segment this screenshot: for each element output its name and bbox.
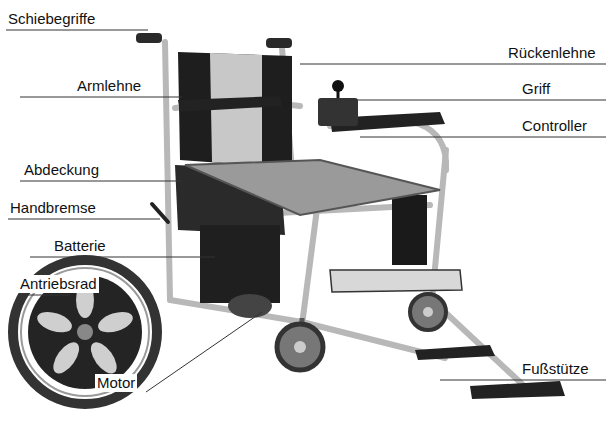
part-label: Armlehne: [75, 77, 143, 95]
frame-tubes: [165, 42, 522, 384]
drive-wheel-part-part: [96, 308, 136, 336]
drive-wheel-part: [35, 282, 136, 378]
armrests-part: [178, 96, 282, 112]
armrests: [178, 96, 445, 132]
leader-lines-part: [146, 312, 262, 392]
backrest-part: [178, 52, 292, 168]
leader-lines-part: [360, 137, 606, 138]
push-handles: [136, 33, 292, 48]
part-label: Rückenlehne: [506, 44, 598, 62]
motor: [228, 294, 272, 318]
drive-wheel-part-part: [86, 338, 122, 378]
controller-part: [332, 80, 344, 92]
leader-lines-part: [20, 97, 182, 98]
label-anchor: Batterie: [52, 237, 108, 255]
drive-wheel-part: [13, 260, 157, 404]
drive-wheel: [13, 260, 157, 404]
leader-lines: [6, 30, 606, 392]
part-label: Handbremse: [8, 199, 98, 217]
motor-part: [228, 294, 272, 318]
leader-lines-part: [30, 257, 215, 258]
seat-part: [185, 160, 440, 215]
leader-lines-part: [18, 295, 70, 296]
footrests-part: [470, 381, 565, 399]
part-label: Antriebsrad: [18, 275, 99, 293]
seat: [185, 160, 440, 215]
front-casters-part: [277, 324, 323, 370]
label-anchor: Motor: [95, 374, 137, 392]
front-casters-part: [294, 341, 306, 353]
leader-lines-part: [440, 380, 606, 381]
push-handles-part: [266, 38, 292, 48]
part-label: Fußstütze: [520, 360, 591, 378]
part-label: Motor: [95, 374, 137, 392]
push-handles-part: [136, 33, 162, 43]
battery-part: [200, 225, 280, 303]
label-anchor: Rückenlehne: [506, 44, 598, 62]
part-label: Abdeckung: [22, 161, 101, 179]
leader-lines-part: [300, 64, 606, 65]
controller-part: [318, 98, 358, 126]
controller: [318, 80, 358, 126]
label-anchor: Armlehne: [75, 77, 143, 95]
leg-strap-part: [330, 270, 462, 292]
part-label: Controller: [520, 117, 589, 135]
label-anchor: Handbremse: [8, 199, 98, 217]
leg-strap: [330, 270, 462, 292]
footrests-part: [415, 345, 495, 360]
drive-wheel-part-part: [35, 308, 75, 336]
front-casters-part: [423, 307, 433, 317]
part-label: Batterie: [52, 237, 108, 255]
drive-wheel-part-part: [48, 338, 84, 378]
part-label: Griff: [520, 80, 552, 98]
label-anchor: Fußstütze: [520, 360, 591, 378]
leader-lines-part: [6, 30, 148, 31]
label-anchor: Controller: [520, 117, 589, 135]
battery-part: [392, 195, 427, 265]
leader-lines-part: [330, 100, 606, 101]
backrest: [178, 52, 292, 168]
label-anchor: Griff: [520, 80, 552, 98]
leader-lines-part: [8, 219, 160, 220]
front-casters-part: [410, 294, 446, 330]
frame-tubes-part: [165, 42, 170, 300]
drive-wheel-part: [77, 324, 93, 340]
label-anchor: Schiebegriffe: [6, 10, 97, 28]
label-anchor: Abdeckung: [22, 161, 101, 179]
label-anchor: Antriebsrad: [18, 275, 99, 293]
part-label: Schiebegriffe: [6, 10, 97, 28]
leader-lines-part: [20, 181, 182, 182]
